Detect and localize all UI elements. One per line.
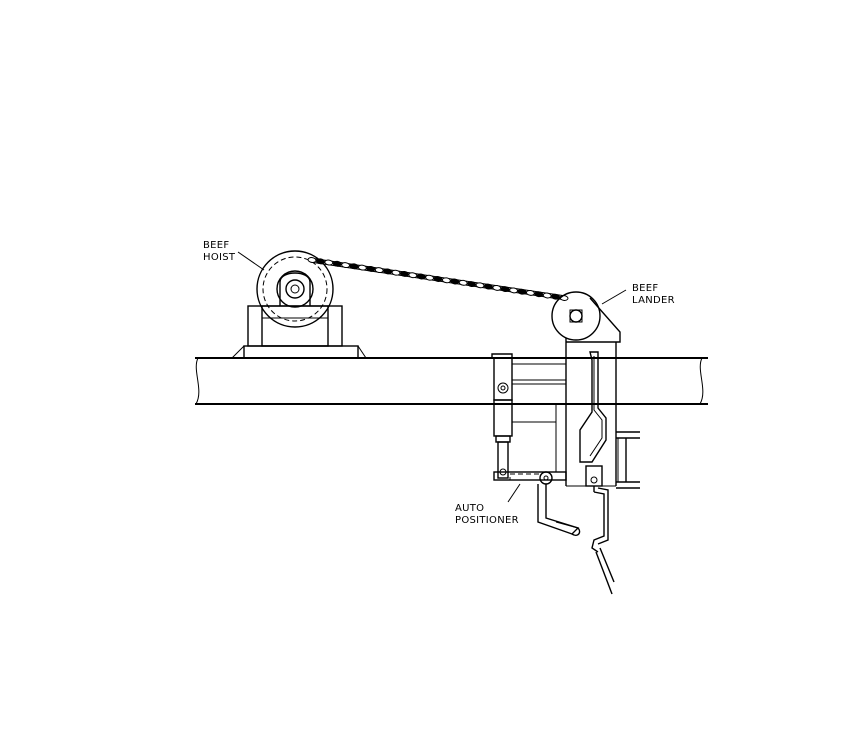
chain-link xyxy=(332,260,342,267)
chain-link xyxy=(509,287,519,294)
chain-link xyxy=(349,263,359,270)
release-rod xyxy=(591,487,615,595)
chain-link xyxy=(416,273,426,280)
label-beef-hoist-line-2: HOIST xyxy=(203,252,236,263)
label-auto-positioner: AUTO POSITIONER xyxy=(455,503,519,526)
chain xyxy=(307,257,569,301)
rail-beam xyxy=(195,357,708,405)
chain-link xyxy=(357,264,367,271)
chain-link xyxy=(374,267,384,274)
chain-link xyxy=(483,283,493,290)
beef-hoist xyxy=(231,250,367,359)
chain-link xyxy=(525,289,535,296)
chain-link xyxy=(366,265,376,272)
chain-link xyxy=(399,270,409,277)
chain-link xyxy=(458,279,468,286)
label-beef-lander-line-1: BEEF xyxy=(632,283,658,294)
chain-link xyxy=(492,284,502,291)
chain-link xyxy=(433,276,443,282)
label-beef-lander: BEEF LANDER xyxy=(632,283,675,306)
label-beef-lander-line-2: LANDER xyxy=(632,295,675,306)
chain-link xyxy=(341,262,351,269)
chain-link xyxy=(534,291,544,298)
chain-link xyxy=(441,277,451,284)
beef-lander xyxy=(551,291,640,492)
chain-link xyxy=(408,272,418,279)
label-auto-positioner-line-1: AUTO xyxy=(455,503,484,514)
chain-link xyxy=(307,257,317,263)
chain-link xyxy=(315,258,325,265)
chain-link xyxy=(425,274,435,281)
chain-link xyxy=(383,268,393,275)
chain-link xyxy=(517,288,527,295)
chain-link xyxy=(467,281,477,288)
chain-link xyxy=(500,286,510,293)
label-beef-hoist: BEEF HOIST xyxy=(203,240,236,263)
leader-lines xyxy=(237,251,627,503)
auto-positioner xyxy=(491,353,581,537)
chain-link xyxy=(475,282,485,289)
chain-link xyxy=(391,269,401,276)
label-auto-positioner-line-2: POSITIONER xyxy=(455,515,519,526)
label-beef-hoist-line-1: BEEF xyxy=(203,240,229,251)
chain-link xyxy=(324,259,334,266)
chain-link xyxy=(450,278,460,285)
chain-link xyxy=(542,292,552,299)
